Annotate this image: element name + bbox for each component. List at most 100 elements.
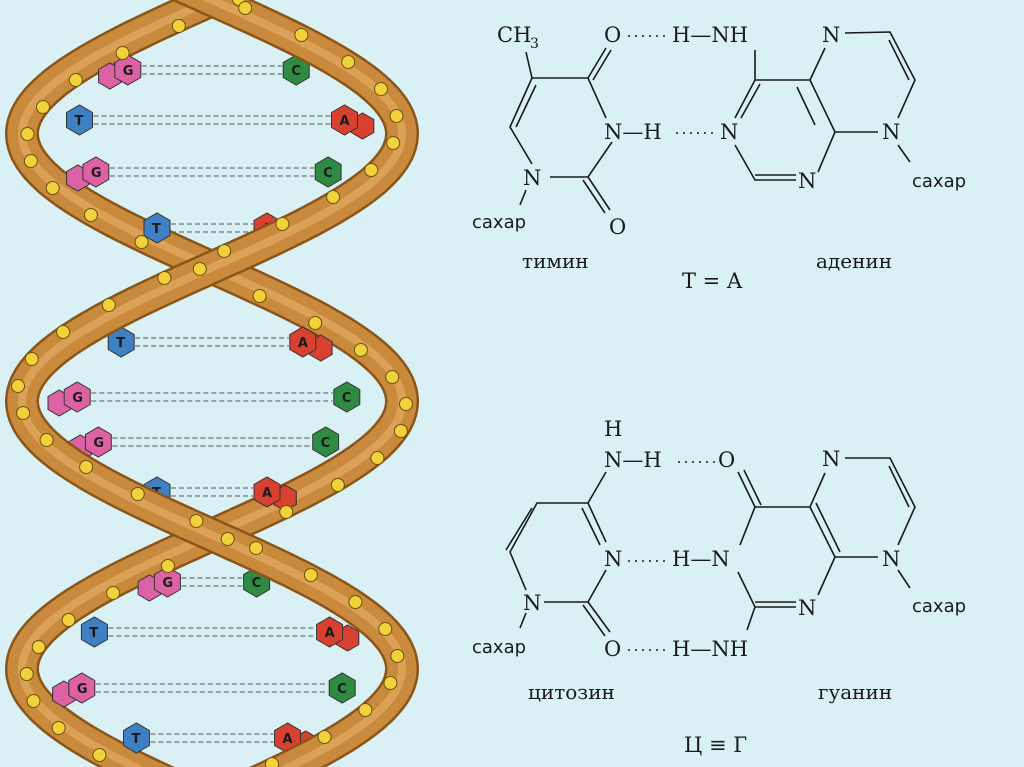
base-C <box>333 381 361 413</box>
base-letter-G: G <box>162 576 173 591</box>
adenine-n1: N <box>720 120 738 144</box>
guanine-n7: N <box>822 447 840 471</box>
base-letter-T: T <box>89 626 98 641</box>
back-strand-highlight <box>17 0 407 767</box>
base-letter-G: G <box>77 682 88 697</box>
phosphate-dot <box>358 703 373 717</box>
phosphate-dot <box>79 460 94 474</box>
phosphate-dot <box>348 595 363 609</box>
sugar-label-cytosine: сахар <box>472 637 526 658</box>
phosphate-dot <box>157 271 172 285</box>
thymine-adenine-pair: CH 3 O H—NH N—H N N O сахар N N N сахар … <box>472 23 966 293</box>
base-G <box>114 54 142 86</box>
phosphate-dot <box>238 1 253 15</box>
guanine-amine: H—NH <box>672 637 748 661</box>
adenine-n9: N <box>882 120 900 144</box>
phosphate-dot <box>11 379 26 393</box>
phosphate-dot <box>23 154 38 168</box>
cytosine-o2: O <box>604 637 621 661</box>
adenine-n3: N <box>798 169 816 193</box>
phosphate-dot <box>341 55 356 69</box>
phosphate-dot <box>24 352 39 366</box>
thymine-o4: O <box>604 23 621 47</box>
base-C <box>314 156 342 188</box>
phosphate-dot <box>220 532 235 546</box>
base-letter-T: T <box>116 336 125 351</box>
phosphate-dot <box>330 478 345 492</box>
phosphate-dot <box>373 82 388 96</box>
phosphate-dot <box>353 343 368 357</box>
phosphate-dot <box>83 208 98 222</box>
cytosine-n3: N <box>604 547 622 571</box>
guanine-name: гуанин <box>818 680 892 704</box>
base-letter-C: C <box>342 391 352 406</box>
phosphate-dot <box>36 100 51 114</box>
phosphate-dot <box>317 730 332 744</box>
base-G <box>63 381 91 413</box>
phosphate-dot <box>249 541 264 555</box>
phosphate-dot <box>56 325 71 339</box>
cg-pair-formula: Ц ≡ Г <box>684 733 747 757</box>
base-G <box>153 566 181 598</box>
base-C <box>312 426 340 458</box>
phosphate-dot <box>393 424 408 438</box>
phosphate-dot <box>31 640 46 654</box>
phosphate-dot <box>385 370 400 384</box>
phosphate-dot <box>26 694 41 708</box>
base-T <box>123 722 150 754</box>
base-letter-T: T <box>152 222 161 237</box>
cytosine-amine-h: H <box>604 417 622 441</box>
phosphate-dot <box>398 397 413 411</box>
base-letter-A: A <box>283 732 293 747</box>
guanine-n3: N <box>798 596 816 620</box>
phosphate-dot <box>106 586 121 600</box>
base-letter-G: G <box>93 436 104 451</box>
base-G <box>84 426 112 458</box>
phosphate-dot <box>370 451 385 465</box>
cytosine-n1: N <box>523 591 541 615</box>
thymine-n3h: N—H <box>604 120 662 144</box>
phosphate-dot <box>19 667 34 681</box>
phosphate-dot <box>134 235 149 249</box>
base-letter-C: C <box>321 436 331 451</box>
phosphate-dot <box>265 757 280 767</box>
base-letter-T: T <box>131 732 140 747</box>
phosphate-dot <box>390 649 405 663</box>
phosphate-dot <box>68 73 83 87</box>
cytosine-guanine-pair: H N—H O N H—N N O H—NH сахар N N N N сах… <box>472 417 966 757</box>
phosphate-dot <box>378 622 393 636</box>
base-letter-G: G <box>91 166 102 181</box>
guanine-n9: N <box>882 547 900 571</box>
adenine-amine: H—NH <box>672 23 748 47</box>
sugar-label-guanine: сахар <box>912 596 966 617</box>
base-letter-C: C <box>323 166 333 181</box>
guanine-o6: O <box>718 448 735 472</box>
base-A <box>316 616 344 648</box>
base-T <box>66 104 93 136</box>
base-A <box>331 104 358 136</box>
base-letter-A: A <box>262 486 272 501</box>
phosphate-dot <box>101 298 116 312</box>
phosphate-dot <box>192 262 207 276</box>
base-T <box>143 212 171 244</box>
cytosine-name: цитозин <box>528 680 615 704</box>
base-letter-T: T <box>74 114 83 129</box>
phosphate-dot <box>275 217 290 231</box>
ta-pair-formula: T = A <box>682 269 743 293</box>
phosphate-dot <box>279 505 294 519</box>
phosphate-dot <box>160 559 175 573</box>
phosphate-dot <box>45 181 60 195</box>
phosphate-dot <box>61 613 76 627</box>
base-letter-A: A <box>325 626 335 641</box>
cytosine-amine: N—H <box>604 448 662 472</box>
phosphate-dot <box>16 406 31 420</box>
sugar-label-thymine: сахар <box>472 212 526 233</box>
phosphate-dot <box>51 721 66 735</box>
phosphate-dot <box>389 109 404 123</box>
base-G <box>68 672 96 704</box>
base-A <box>289 326 317 358</box>
base-letter-C: C <box>291 64 301 79</box>
adenine-name: аденин <box>816 249 892 273</box>
